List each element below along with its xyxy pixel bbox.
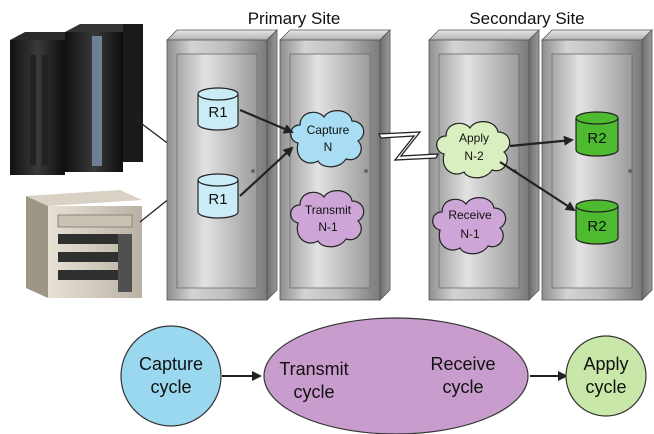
r1-bottom-to-capture-arrow [239, 146, 294, 197]
link-bolt-icon [377, 131, 440, 161]
secondary-cabinet-2 [541, 29, 653, 301]
transmit-cycle-line1: Transmit [279, 359, 348, 379]
transmit-receive-cycle: Transmit cycle Receive cycle [263, 317, 529, 434]
receive-cloud-line1: Receive [448, 208, 492, 222]
capture-cycle: Capture cycle [120, 325, 222, 427]
apply-cycle-line1: Apply [583, 354, 628, 374]
receive-cycle-line1: Receive [430, 354, 495, 374]
r2-label: R2 [587, 218, 606, 235]
transmit-cycle-line2: cycle [293, 382, 334, 402]
capture-cloud: Capture N [290, 110, 365, 168]
r1-label: R1 [208, 191, 227, 208]
r1-label: R1 [208, 104, 227, 121]
capture-cycle-line1: Capture [139, 354, 203, 374]
capture-cycle-line2: cycle [150, 377, 191, 397]
apply-cloud-line2: N-2 [464, 149, 484, 163]
r1-volume-bottom: R1 [197, 173, 239, 219]
transmit-cloud-line2: N-1 [318, 220, 338, 234]
apply-to-r2-top-arrow [509, 135, 574, 148]
r2-volume-top: R2 [575, 111, 619, 157]
capture-cloud-line1: Capture [307, 123, 350, 137]
capture-cloud-line2: N [324, 140, 333, 154]
apply-cloud: Apply N-2 [436, 121, 511, 179]
r2-label: R2 [587, 130, 606, 147]
mainframe-icon [10, 24, 143, 175]
transmit-cloud: Transmit N-1 [290, 190, 365, 248]
apply-cycle: Apply cycle [565, 335, 647, 417]
receive-cycle-line2: cycle [442, 377, 483, 397]
r2-volume-bottom: R2 [575, 199, 619, 245]
transmit-cloud-line1: Transmit [305, 203, 352, 217]
server-icon [26, 190, 142, 298]
primary-cabinet-1 [166, 29, 278, 301]
receive-cloud-line2: N-1 [460, 227, 480, 241]
r1-top-to-capture-arrow [239, 108, 294, 134]
apply-cycle-line2: cycle [585, 377, 626, 397]
server-connector [139, 197, 171, 223]
apply-to-r2-bottom-arrow [499, 161, 576, 212]
secondary-site-title: Secondary Site [469, 9, 584, 28]
r1-volume-top: R1 [197, 87, 239, 131]
primary-site-title: Primary Site [248, 9, 341, 28]
apply-cloud-line1: Apply [459, 131, 489, 145]
mainframe-connector [129, 114, 171, 146]
receive-cloud: Receive N-1 [432, 197, 507, 255]
primary-cabinet-2 [279, 29, 391, 301]
